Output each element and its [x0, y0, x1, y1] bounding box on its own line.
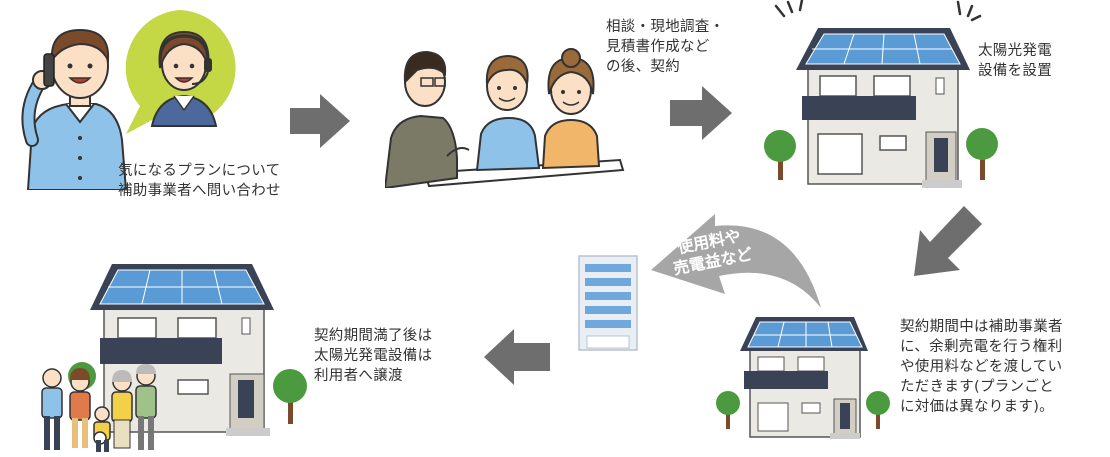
- step1-caption: 気になるプランについて 補助事業者へ問い合わせ: [118, 163, 281, 199]
- consultation-illustration: [385, 38, 625, 188]
- headset-icon: [158, 34, 212, 85]
- solar-panel-icon: [805, 33, 961, 65]
- family-icon: [41, 364, 157, 452]
- caller-illustration: [18, 20, 138, 190]
- solar-house-illustration: [762, 0, 1002, 190]
- tree-icon: [764, 130, 796, 180]
- tree-icon: [966, 128, 998, 180]
- transferred-house-illustration: [30, 256, 320, 456]
- step3-caption: 太陽光発電 設備を設置: [978, 43, 1052, 79]
- tree-icon: [716, 391, 740, 429]
- solar-panel-icon: [747, 321, 863, 348]
- step4-caption: 契約期間中は補助事業者 に、余剰売電を行う権利 や使用料などを渡してい ただきま…: [900, 319, 1063, 415]
- flow-arrow-down-left: [908, 206, 982, 280]
- step5-caption: 契約期間満了後は 太陽光発電設備は 利用者へ譲渡: [314, 328, 433, 384]
- phone-icon: [43, 53, 55, 87]
- step2-caption: 相談・現地調査・ 見積書作成など の後、契約: [606, 19, 725, 75]
- flow-arrow-right-2: [670, 86, 732, 140]
- flow-arrow-right-1: [290, 94, 350, 148]
- tree-icon: [273, 369, 307, 424]
- tree-icon: [866, 391, 890, 429]
- building-icon: [577, 254, 639, 352]
- operator-illustration: [118, 6, 248, 141]
- contract-house-illustration: [714, 311, 894, 441]
- curved-payment-arrow: [645, 214, 835, 314]
- solar-panel-icon: [99, 269, 265, 305]
- flow-arrow-left: [484, 329, 550, 385]
